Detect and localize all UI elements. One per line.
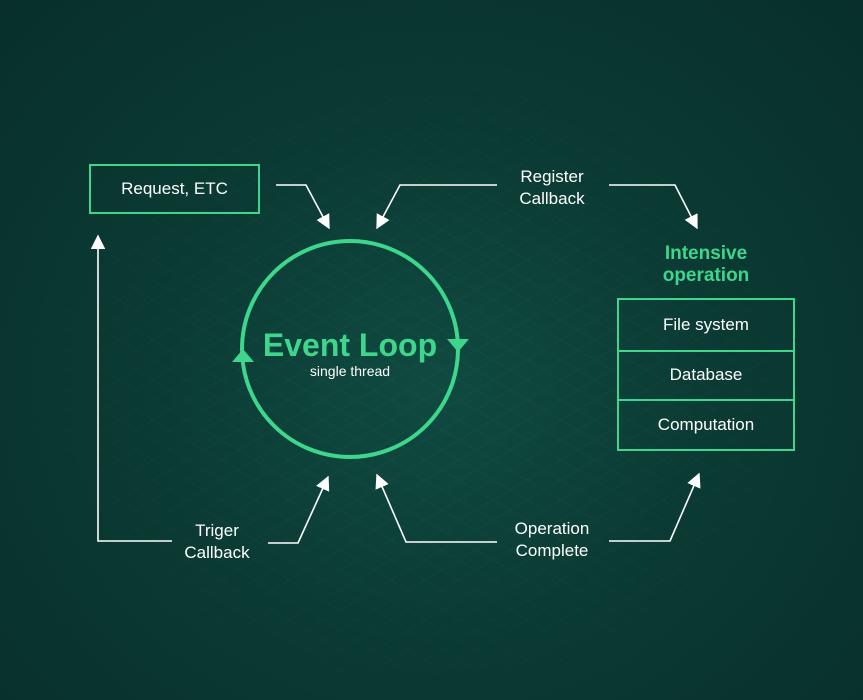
register-to-intensive-arrow (609, 184, 698, 230)
register-callback-label: Register Callback (492, 166, 612, 210)
operation-complete-label: Operation Complete (487, 518, 617, 562)
complete-to-loop-arrow (375, 473, 497, 543)
operation-computation: Computation (619, 399, 793, 449)
loop-arrow-left-icon (232, 349, 254, 362)
operation-complete-line2: Complete (515, 541, 589, 560)
event-loop-title: Event Loop (262, 327, 438, 363)
register-callback-line1: Register (520, 167, 584, 186)
operation-complete-line1: Operation (514, 519, 590, 538)
request-box-label: Request, ETC (121, 179, 228, 198)
operation-file-system: File system (663, 314, 749, 334)
trigger-to-request-arrow (90, 234, 172, 542)
trigger-callback-line1: Triger (195, 521, 239, 540)
intensive-operations-box: File system Database Computation (617, 298, 795, 451)
trigger-callback-line2: Callback (184, 543, 250, 562)
register-to-loop-arrow (376, 184, 497, 230)
request-box: Request, ETC (89, 164, 260, 214)
intensive-title-line1: Intensive (664, 243, 748, 264)
event-loop-subtitle: single thread (309, 363, 391, 379)
register-callback-line2: Callback (519, 189, 585, 208)
intensive-operation-heading: Intensive operation (626, 243, 786, 287)
intensive-title-line2: operation (662, 265, 750, 286)
intensive-to-complete-arrow (609, 472, 701, 542)
trigger-callback-label: Triger Callback (157, 520, 277, 564)
loop-arrow-right-icon (447, 339, 469, 352)
operation-database: Database (619, 349, 793, 400)
request-to-loop-arrow (276, 184, 330, 230)
trigger-to-loop-arrow (268, 475, 330, 544)
